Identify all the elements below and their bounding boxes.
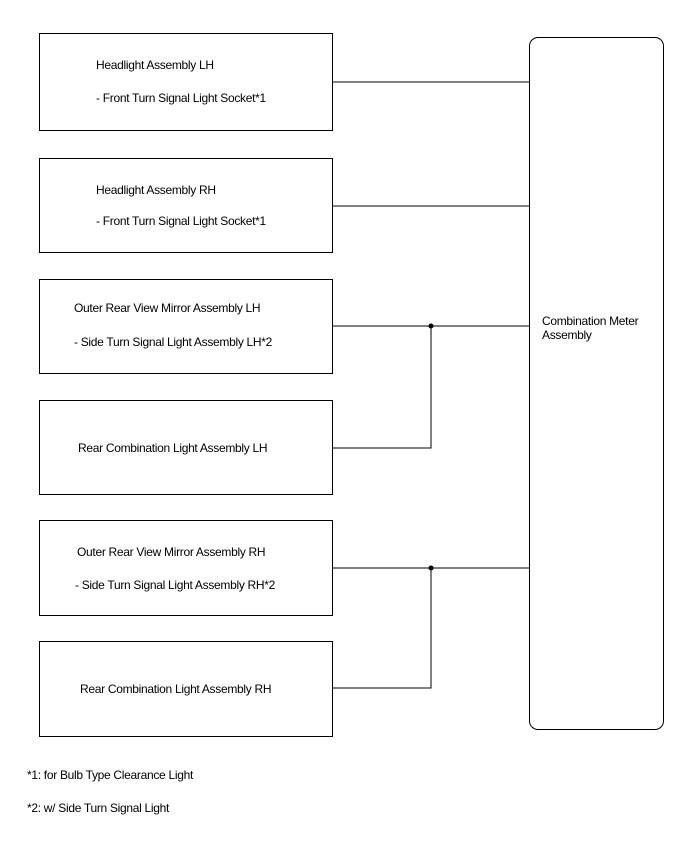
junction-dot-rh [428, 565, 434, 571]
combination-meter-label: Combination Meter Assembly [542, 314, 639, 342]
wire-rear-lh [333, 326, 432, 449]
rear-combination-light-lh-box: Rear Combination Light Assembly LH [39, 400, 333, 495]
mirror-rh-subtitle: - Side Turn Signal Light Assembly RH*2 [75, 578, 276, 592]
headlight-assembly-rh-box: Headlight Assembly RH - Front Turn Signa… [39, 158, 333, 253]
rear-combination-light-rh-box: Rear Combination Light Assembly RH [39, 641, 333, 737]
headlight-assembly-lh-box: Headlight Assembly LH - Front Turn Signa… [39, 33, 333, 131]
rear-rh-title: Rear Combination Light Assembly RH [80, 682, 272, 696]
rear-lh-title: Rear Combination Light Assembly LH [78, 441, 268, 455]
outer-mirror-assembly-rh-box: Outer Rear View Mirror Assembly RH - Sid… [39, 520, 333, 616]
junction-dot-lh [428, 323, 434, 329]
headlight-rh-title: Headlight Assembly RH [96, 183, 216, 197]
headlight-rh-subtitle: - Front Turn Signal Light Socket*1 [96, 214, 266, 228]
footnote-2: *2: w/ Side Turn Signal Light [27, 801, 170, 815]
wire-rear-rh [333, 568, 432, 689]
mirror-lh-title: Outer Rear View Mirror Assembly LH [74, 301, 261, 315]
mirror-lh-subtitle: - Side Turn Signal Light Assembly LH*2 [74, 335, 273, 349]
outer-mirror-assembly-lh-box: Outer Rear View Mirror Assembly LH - Sid… [39, 279, 333, 374]
headlight-lh-title: Headlight Assembly LH [96, 58, 214, 72]
mirror-rh-title: Outer Rear View Mirror Assembly RH [77, 545, 266, 559]
headlight-lh-subtitle: - Front Turn Signal Light Socket*1 [96, 91, 266, 105]
footnote-1: *1: for Bulb Type Clearance Light [27, 768, 193, 782]
combination-meter-assembly-box: Combination Meter Assembly [529, 37, 664, 730]
